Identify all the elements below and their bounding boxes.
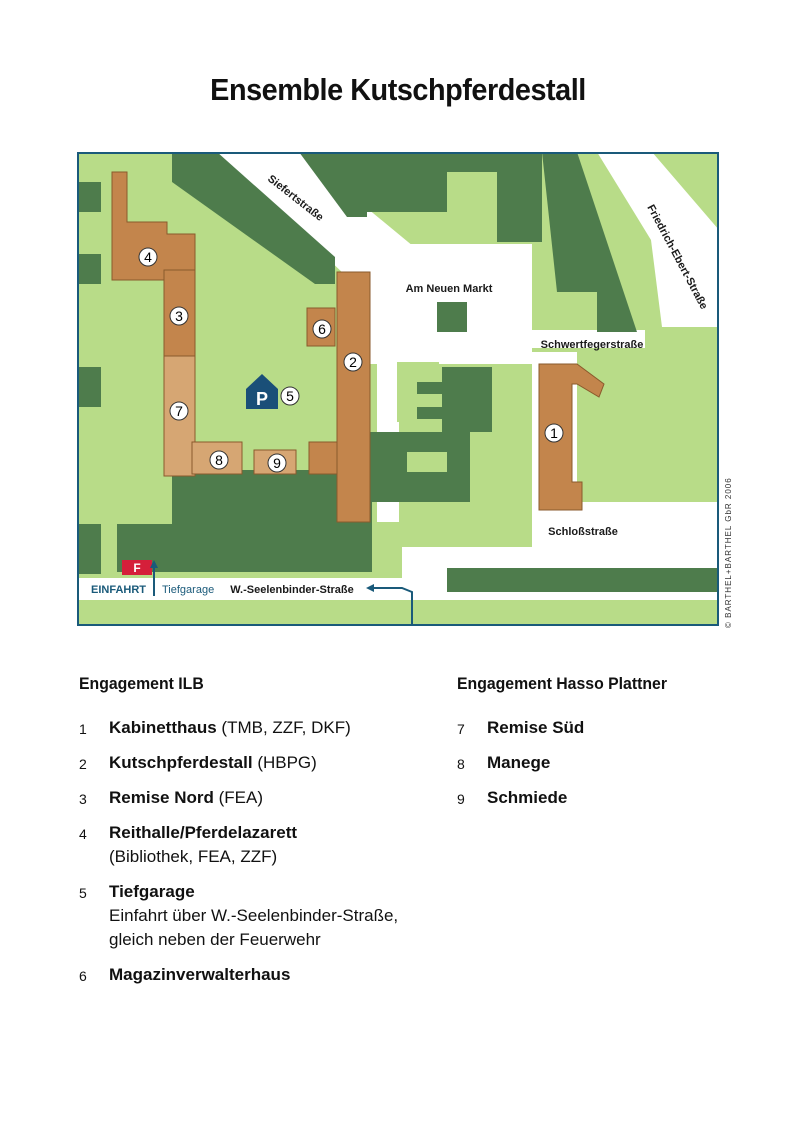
buildings — [111, 171, 605, 523]
marker-8[interactable]: 8 — [209, 450, 229, 470]
lawn-patches — [397, 362, 447, 472]
svg-text:4: 4 — [144, 249, 152, 265]
legend-item-6: 6 Magazinverwalterhaus — [79, 965, 291, 984]
map-frame — [77, 152, 719, 626]
svg-text:P: P — [256, 389, 268, 409]
building-reithalle — [111, 171, 196, 281]
marker-1[interactable]: 1 — [544, 423, 564, 443]
legend-item-8: 8 Manege — [457, 753, 551, 772]
marker-7[interactable]: 7 — [169, 401, 189, 421]
marker-5[interactable]: 5 — [280, 386, 300, 406]
green-blocks — [77, 152, 719, 592]
legend-item-1: 1 Kabinetthaus (TMB, ZZF, DKF) — [79, 718, 351, 737]
label-seelenbinder: W.-Seelenbinder-Straße — [230, 584, 353, 596]
page-title: Ensemble Kutschpferdestall — [210, 72, 586, 107]
legend-item-4: 4 Reithalle/Pferdelazarett(Bibliothek, F… — [79, 823, 298, 866]
legend-item-2: 2 Kutschpferdestall (HBPG) — [79, 753, 317, 772]
legend-ilb-heading: Engagement ILB — [79, 674, 204, 693]
map-markers: 1 2 3 4 5 6 7 8 9 — [138, 247, 564, 473]
legend-hp-heading: Engagement Hasso Plattner — [457, 674, 667, 693]
label-einfahrt: EINFAHRT — [91, 584, 146, 596]
svg-text:8: 8 — [215, 452, 223, 468]
legend-item-7: 7 Remise Süd — [457, 718, 585, 737]
street-friedrich-ebert — [597, 152, 719, 327]
fire-station-icon: F — [122, 560, 152, 575]
legend-item-9: 9 Schmiede — [457, 788, 568, 807]
marker-2[interactable]: 2 — [343, 352, 363, 372]
legend-hasso-plattner: Engagement Hasso Plattner 7 Remise Süd 8… — [457, 674, 757, 821]
parking-icon[interactable]: P — [246, 374, 278, 409]
street-schwertfeger — [525, 330, 645, 348]
entrance-arrows — [150, 560, 413, 626]
marker-6[interactable]: 6 — [312, 319, 332, 339]
svg-text:3: 3 — [175, 308, 183, 324]
label-schlossstrasse: Schloßstraße — [548, 526, 618, 538]
legend-ilb: Engagement ILB 1 Kabinetthaus (TMB, ZZF,… — [79, 674, 429, 998]
svg-text:7: 7 — [175, 403, 183, 419]
label-am-neuen-markt: Am Neuen Markt — [406, 283, 493, 295]
marker-4[interactable]: 4 — [138, 247, 158, 267]
svg-text:9: 9 — [273, 455, 281, 471]
building-kabinetthaus — [538, 363, 605, 511]
site-map[interactable]: 1 2 3 4 5 6 7 8 9 P F Siefertstraße Frie… — [77, 152, 719, 626]
marker-9[interactable]: 9 — [267, 453, 287, 473]
svg-text:1: 1 — [550, 425, 558, 441]
building-kutschpferdestall — [336, 271, 371, 523]
legend-item-3: 3 Remise Nord (FEA) — [79, 788, 263, 807]
svg-text:5: 5 — [286, 388, 294, 404]
svg-text:F: F — [133, 561, 140, 575]
label-tiefgarage: Tiefgarage — [162, 584, 214, 596]
svg-text:2: 2 — [349, 354, 357, 370]
marker-3[interactable]: 3 — [169, 306, 189, 326]
copyright-notice: © BARTHEL+BARTHEL GbR 2006 — [724, 477, 733, 628]
label-schwertfegerstrasse: Schwertfegerstraße — [541, 339, 644, 351]
svg-text:6: 6 — [318, 321, 326, 337]
